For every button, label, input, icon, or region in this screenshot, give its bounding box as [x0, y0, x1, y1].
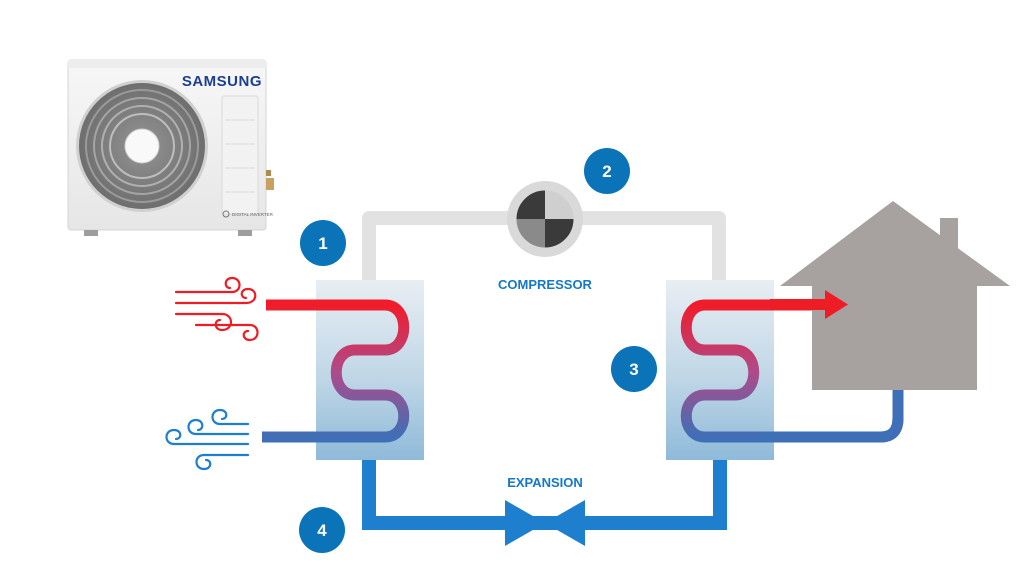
bottom-refrigerant-pipe [362, 458, 727, 530]
svg-text:1: 1 [318, 234, 327, 253]
step-badge-2: 2 [584, 148, 630, 194]
step-badge-1: 1 [300, 220, 346, 266]
svg-text:3: 3 [629, 360, 638, 379]
expansion-label: EXPANSION [507, 475, 583, 490]
service-valve-icon [266, 170, 274, 190]
inverter-badge: DIGITAL INVERTER [222, 210, 274, 218]
house-icon [780, 201, 1010, 390]
cool-air-out-icon [165, 408, 250, 471]
svg-text:2: 2 [602, 162, 611, 181]
outdoor-unit-illustration: SAMSUNG DIGITAL INVERTER [67, 59, 274, 236]
condenser-heat-exchanger [666, 280, 904, 460]
warm-air-in-icon [174, 276, 259, 342]
step-badge-3: 3 [611, 346, 657, 392]
step-badge-4: 4 [299, 507, 345, 553]
compressor-icon [507, 181, 583, 257]
unit-feet [84, 230, 252, 236]
evaporator-heat-exchanger [262, 280, 424, 460]
svg-text:DIGITAL INVERTER: DIGITAL INVERTER [232, 212, 274, 217]
brand-logo: SAMSUNG [182, 73, 262, 90]
expansion-valve-icon [505, 500, 585, 546]
compressor-label: COMPRESSOR [498, 277, 593, 292]
evaporator-coil [262, 299, 410, 443]
svg-text:4: 4 [317, 521, 327, 540]
heat-output-arrow-icon [770, 290, 848, 319]
fan-grille-icon [76, 80, 208, 212]
side-vent-panel [221, 95, 259, 215]
